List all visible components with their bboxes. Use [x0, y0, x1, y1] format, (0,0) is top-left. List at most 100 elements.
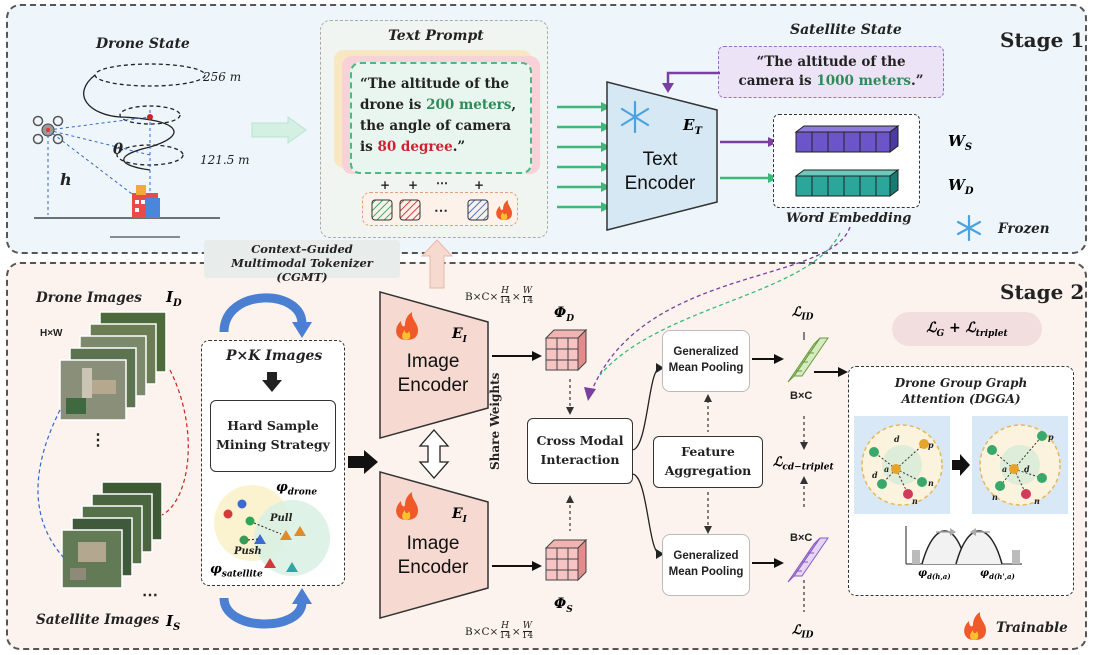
svg-text:n: n	[912, 496, 918, 506]
satellite-prompt-part2: .”	[911, 72, 924, 89]
encoder-to-feature-arrows	[492, 351, 542, 571]
fire-icon	[396, 492, 418, 520]
word-embedding-bars	[794, 125, 900, 197]
pull-label: Pull	[270, 513, 293, 524]
svg-text:d: d	[894, 434, 900, 444]
phi-s-cube	[544, 538, 588, 582]
aggregation-dashed-arrows	[704, 394, 712, 534]
pk-images-label: P×K Images	[226, 348, 323, 364]
prompt-text-part3: .”	[452, 138, 466, 155]
hw-label: H×W	[40, 328, 63, 339]
push-pull-illustration	[214, 485, 330, 576]
drone-feature-vector	[787, 337, 829, 383]
svg-text:n: n	[928, 478, 934, 488]
phi-d-cube	[544, 328, 588, 372]
cgmt-label-box: Context–Guided Multimodal Tokenizer (CGM…	[204, 240, 400, 284]
cube-crossmodal-arrows	[566, 379, 574, 531]
word-embedding-label: Word Embedding	[786, 211, 912, 226]
gem-to-vector-arrows	[752, 354, 784, 568]
crossmodal-branch-arrows	[631, 363, 664, 559]
loss-cd-triplet: ℒcd−triplet	[773, 455, 834, 473]
svg-text:⋮: ⋮	[90, 430, 106, 449]
building-icon	[132, 185, 160, 218]
altitude-high-label: 256 m	[203, 70, 242, 84]
image-encoder-symbol-top: EI	[452, 326, 467, 345]
prompt-card: “The altitude of the drone is 200 meters…	[350, 62, 532, 174]
stage1-label: Stage 1	[1000, 28, 1085, 52]
phi-s-label: ΦS	[554, 596, 573, 615]
cross-modal-interaction-box: Cross Modal Interaction	[527, 418, 633, 484]
fire-icon	[964, 612, 986, 640]
satellite-prompt-altitude: 1000 meters	[816, 72, 912, 89]
drone-state-illustration	[32, 63, 220, 238]
vector-to-dgga-arrow	[814, 367, 848, 377]
text-prompt-title: Text Prompt	[388, 28, 484, 44]
phi-drone-label: φdrone	[276, 480, 318, 498]
drone-images-symbol: ID	[166, 288, 182, 309]
svg-text:a: a	[1002, 464, 1007, 474]
text-encoder-symbol: ET	[683, 116, 702, 137]
prompt-text-part1: “The altitude of the drone is	[360, 76, 510, 113]
gem-pooling-bottom-box: Generalized Mean Pooling	[662, 534, 750, 596]
hard-sample-mining-box: Hard Sample Mining Strategy	[210, 400, 336, 472]
stage2-label: Stage 2	[1000, 280, 1085, 304]
dgga-graph: d p a n d n p a d n n	[854, 416, 1068, 565]
dgga-title-line1: Drone Group Graph	[894, 376, 1028, 390]
satellite-feature-vector	[787, 537, 829, 583]
loss-total-formula: ℒG + ℒtriplet	[926, 319, 1008, 339]
text-encoder-shape	[606, 81, 718, 231]
altitude-low-label: 121.5 m	[200, 153, 250, 167]
svg-text:p: p	[928, 440, 934, 450]
token-icons: ⋯	[371, 199, 512, 221]
phi-d-label: ΦD	[554, 305, 575, 324]
arrow-icon	[348, 450, 378, 474]
prompt-angle-value: 80 degree	[377, 138, 453, 155]
trainable-label: Trainable	[996, 620, 1068, 636]
drone-icon	[32, 115, 64, 145]
image-encoder-label-bottom: Image Encoder	[397, 533, 469, 578]
image-encoder-shapes	[379, 291, 489, 619]
cgmt-label-line2: Multimodal Tokenizer (CGMT)	[231, 256, 373, 284]
loss-total-box: ℒG + ℒtriplet	[892, 312, 1042, 346]
arrow-icon	[262, 372, 282, 392]
ws-symbol: WS	[948, 132, 973, 153]
dgga-title-line2: Attention (DGGA)	[901, 391, 1021, 406]
satellite-image-stack	[61, 481, 163, 589]
satellite-prompt-part1: “The altitude of the camera is	[738, 54, 906, 89]
drone-image-stack	[59, 311, 167, 421]
prompt-to-encoder-arrows	[557, 102, 611, 212]
drone-state-title: Drone State	[96, 36, 190, 52]
svg-text:n: n	[992, 492, 998, 502]
embedding-to-crossmodal-curves	[584, 226, 851, 401]
text-encoder-label: Text Encoder	[624, 149, 696, 194]
phi-satellite-label: φsatellite	[210, 562, 263, 580]
share-weights-arrow	[418, 429, 450, 479]
svg-text:a: a	[884, 464, 889, 474]
arrow-icon	[420, 239, 454, 289]
dist-label-1: φd(h,a)	[918, 568, 951, 581]
satellite-prompt-card: “The altitude of the camera is 1000 mete…	[718, 46, 944, 98]
plus-1: +	[380, 178, 391, 192]
satellite-images-symbol: IS	[166, 612, 181, 633]
svg-text:⋯: ⋯	[434, 203, 448, 219]
feature-aggregation-box: Feature Aggregation	[653, 436, 763, 488]
dgga-title: Drone Group Graph Attention (DGGA)	[850, 376, 1072, 407]
svg-text:p: p	[1048, 432, 1054, 442]
loss-id-top: ℒID	[792, 305, 814, 323]
svg-text:d: d	[1024, 464, 1030, 474]
h-label: h	[60, 170, 72, 189]
satellite-state-title: Satellite State	[790, 22, 902, 38]
snowflake-icon	[956, 214, 982, 242]
svg-text:n: n	[1034, 496, 1040, 506]
fire-icon	[396, 312, 418, 340]
prompt-altitude-value: 200 meters	[426, 96, 512, 113]
fire-icon	[496, 200, 512, 220]
wd-symbol: WD	[948, 176, 974, 197]
push-label: Push	[234, 546, 262, 557]
snowflake-icon	[620, 100, 650, 134]
mining-curved-arrows	[219, 293, 312, 629]
cgmt-label-line1: Context–Guided	[251, 242, 353, 256]
plus-ellipsis: ⋯	[436, 176, 448, 190]
prompt-text-part2: , the angle of camera is	[360, 96, 517, 155]
